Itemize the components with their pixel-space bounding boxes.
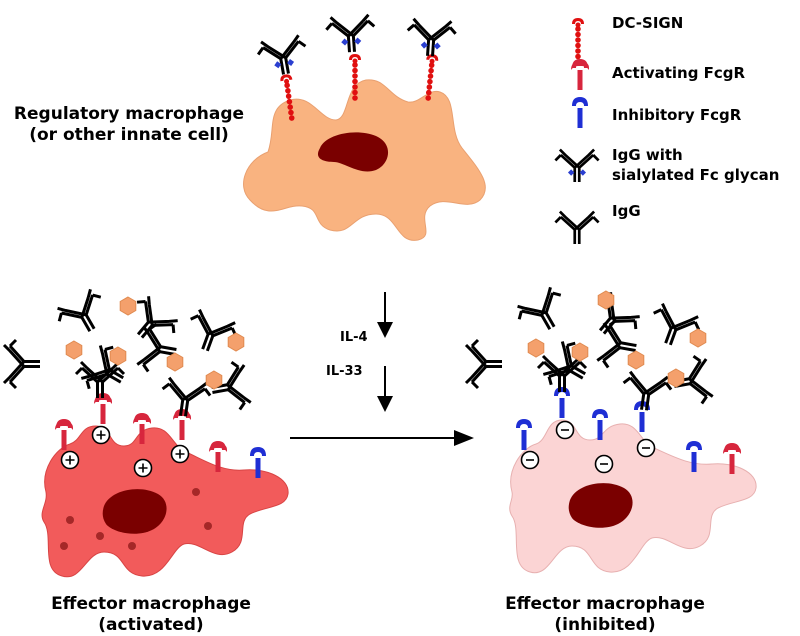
- antigen: [205, 370, 223, 390]
- granules: [60, 488, 212, 550]
- plus-sign: [91, 425, 111, 445]
- inhibitory-fcgr-icon: [572, 97, 588, 128]
- legend-activating-label: Activating FcgR: [612, 64, 746, 82]
- sialylated-igg: [406, 18, 456, 57]
- antigen: [689, 328, 707, 348]
- antigen: [65, 340, 83, 360]
- sialylated-igg: [256, 34, 310, 78]
- regulatory-title-line1: Regulatory macrophage: [13, 104, 245, 124]
- activated-title-line1: Effector macrophage: [51, 594, 251, 614]
- cytokine-arrows: [290, 292, 474, 446]
- inhibited-title: Effector macrophage (inhibited): [474, 594, 736, 636]
- activated-title: Effector macrophage (activated): [20, 594, 282, 636]
- antigen: [667, 368, 685, 388]
- legend-dc-sign-label: DC-SIGN: [612, 14, 684, 32]
- activating-fcgr-icon: [571, 59, 589, 90]
- cytokine-il33-label: IL-33: [326, 364, 363, 379]
- inhibited-title-line2: (inhibited): [554, 615, 656, 635]
- plus-sign: [170, 444, 190, 464]
- effector-activated: [2, 285, 289, 578]
- activated-cell-body: [41, 425, 289, 578]
- regulatory-nucleus: [317, 132, 389, 172]
- regulatory-macrophage: [243, 14, 486, 241]
- inhibitory-fcgr: [554, 387, 570, 418]
- minus-sign: [594, 454, 614, 474]
- immune-complex: [464, 283, 716, 415]
- inhibitory-fcgr: [516, 419, 532, 450]
- antigen: [166, 352, 184, 372]
- antigen: [119, 296, 137, 316]
- minus-sign: [555, 420, 575, 440]
- antigen: [227, 332, 245, 352]
- legend-sialylated-line1: IgG with: [612, 146, 683, 164]
- regulatory-title: Regulatory macrophage (or other innate c…: [0, 104, 258, 146]
- legend-sialylated-igg-label: IgG with sialylated Fc glycan: [612, 145, 779, 185]
- legend-sialylated-line2: sialylated Fc glycan: [612, 166, 780, 184]
- immune-complex: [2, 285, 254, 421]
- regulatory-title-line2: (or other innate cell): [29, 125, 229, 145]
- activated-title-line2: (activated): [98, 615, 204, 635]
- inhibited-nucleus: [568, 483, 633, 528]
- antigen: [571, 342, 589, 362]
- effector-inhibited: [464, 283, 757, 574]
- dc-sign-receptor-icon: [572, 18, 584, 65]
- minus-sign: [636, 438, 656, 458]
- cytokine-il4-label: IL-4: [340, 330, 368, 345]
- minus-sign: [520, 450, 540, 470]
- sialylated-igg: [326, 14, 376, 53]
- antigen: [627, 350, 645, 370]
- legend-igg-label: IgG: [612, 202, 641, 220]
- igg-antibody-icon: [554, 210, 600, 246]
- inhibited-cell-body: [509, 419, 757, 574]
- legend-inhibitory-label: Inhibitory FcgR: [612, 106, 742, 124]
- sialylated-igg-icon: [555, 150, 598, 182]
- inhibited-title-line1: Effector macrophage: [505, 594, 705, 614]
- activated-nucleus: [102, 489, 167, 534]
- antigen: [527, 338, 545, 358]
- plus-sign: [60, 450, 80, 470]
- legend-icons: [554, 18, 600, 246]
- antigen: [109, 346, 127, 366]
- antigen: [597, 290, 615, 310]
- plus-sign: [133, 458, 153, 478]
